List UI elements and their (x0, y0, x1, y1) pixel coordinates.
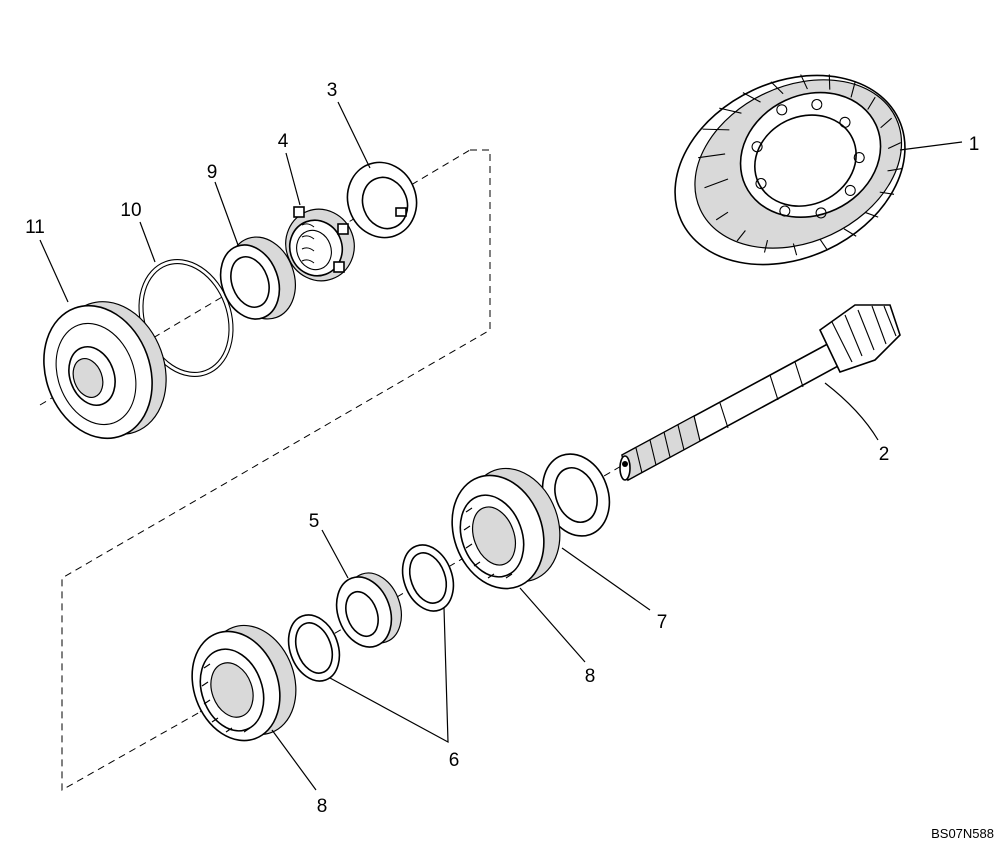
shim-washer-part-7 (541, 453, 611, 537)
callout-8-upper: 8 (585, 666, 596, 687)
callout-6: 6 (449, 750, 460, 771)
callout-10: 10 (120, 200, 141, 221)
roller-bearing-part-8-lower (191, 624, 297, 742)
roller-bearing-part-8-upper (451, 467, 561, 590)
drawing-reference-code: BS07N588 (931, 826, 994, 841)
callout-7: 7 (657, 612, 668, 633)
callout-4: 4 (278, 131, 289, 152)
callout-2: 2 (879, 444, 890, 465)
leader-lines (39, 101, 963, 791)
ring-gear-part-1 (674, 74, 906, 266)
housing-cover-part-11 (43, 301, 167, 440)
callout-3: 3 (327, 80, 338, 101)
lock-washer-part-3 (346, 161, 418, 239)
callout-5: 5 (309, 511, 320, 532)
bearing-cone-part-5 (335, 572, 402, 648)
spacer-ring-part-6-upper (401, 544, 455, 612)
callout-11: 11 (25, 217, 45, 238)
callout-1: 1 (969, 134, 980, 155)
callout-8-lower: 8 (317, 796, 328, 817)
slotted-nut-part-4 (285, 206, 355, 282)
callout-labels: 1 2 3 4 5 6 7 8 8 9 10 11 (25, 80, 979, 817)
callout-9: 9 (207, 162, 218, 183)
spacer-ring-part-6-lower (287, 614, 341, 682)
pinion-shaft-part-2 (619, 304, 901, 482)
bearing-part-9 (219, 236, 296, 320)
